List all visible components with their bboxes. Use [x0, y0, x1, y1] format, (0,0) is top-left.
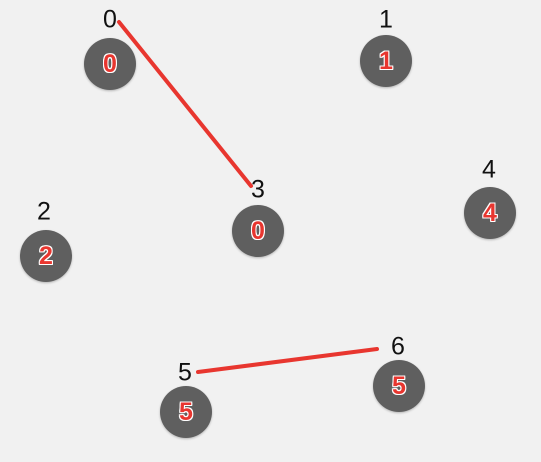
node-circle-3: 0: [232, 205, 284, 257]
node-id-label-6: 6: [391, 332, 405, 361]
node-component-label-4: 4: [483, 198, 497, 227]
node-id-label-3: 3: [251, 175, 265, 204]
node-component-label-6: 5: [392, 371, 406, 400]
node-component-label-5: 5: [179, 397, 193, 426]
edge-5-6: [196, 347, 379, 374]
node-component-label-0: 0: [103, 49, 117, 78]
edge-0-3: [117, 20, 253, 188]
node-circle-1: 1: [360, 35, 412, 87]
node-id-label-1: 1: [379, 5, 393, 34]
node-component-label-2: 2: [39, 241, 53, 270]
node-id-label-5: 5: [178, 358, 192, 387]
node-circle-6: 5: [373, 360, 425, 412]
node-id-label-0: 0: [103, 5, 117, 34]
node-component-label-1: 1: [379, 46, 393, 75]
node-circle-2: 2: [20, 230, 72, 282]
node-circle-4: 4: [464, 187, 516, 239]
node-circle-0: 0: [84, 38, 136, 90]
node-component-label-3: 0: [251, 216, 265, 245]
node-id-label-2: 2: [37, 197, 51, 226]
node-id-label-4: 4: [482, 155, 496, 184]
node-circle-5: 5: [160, 386, 212, 438]
